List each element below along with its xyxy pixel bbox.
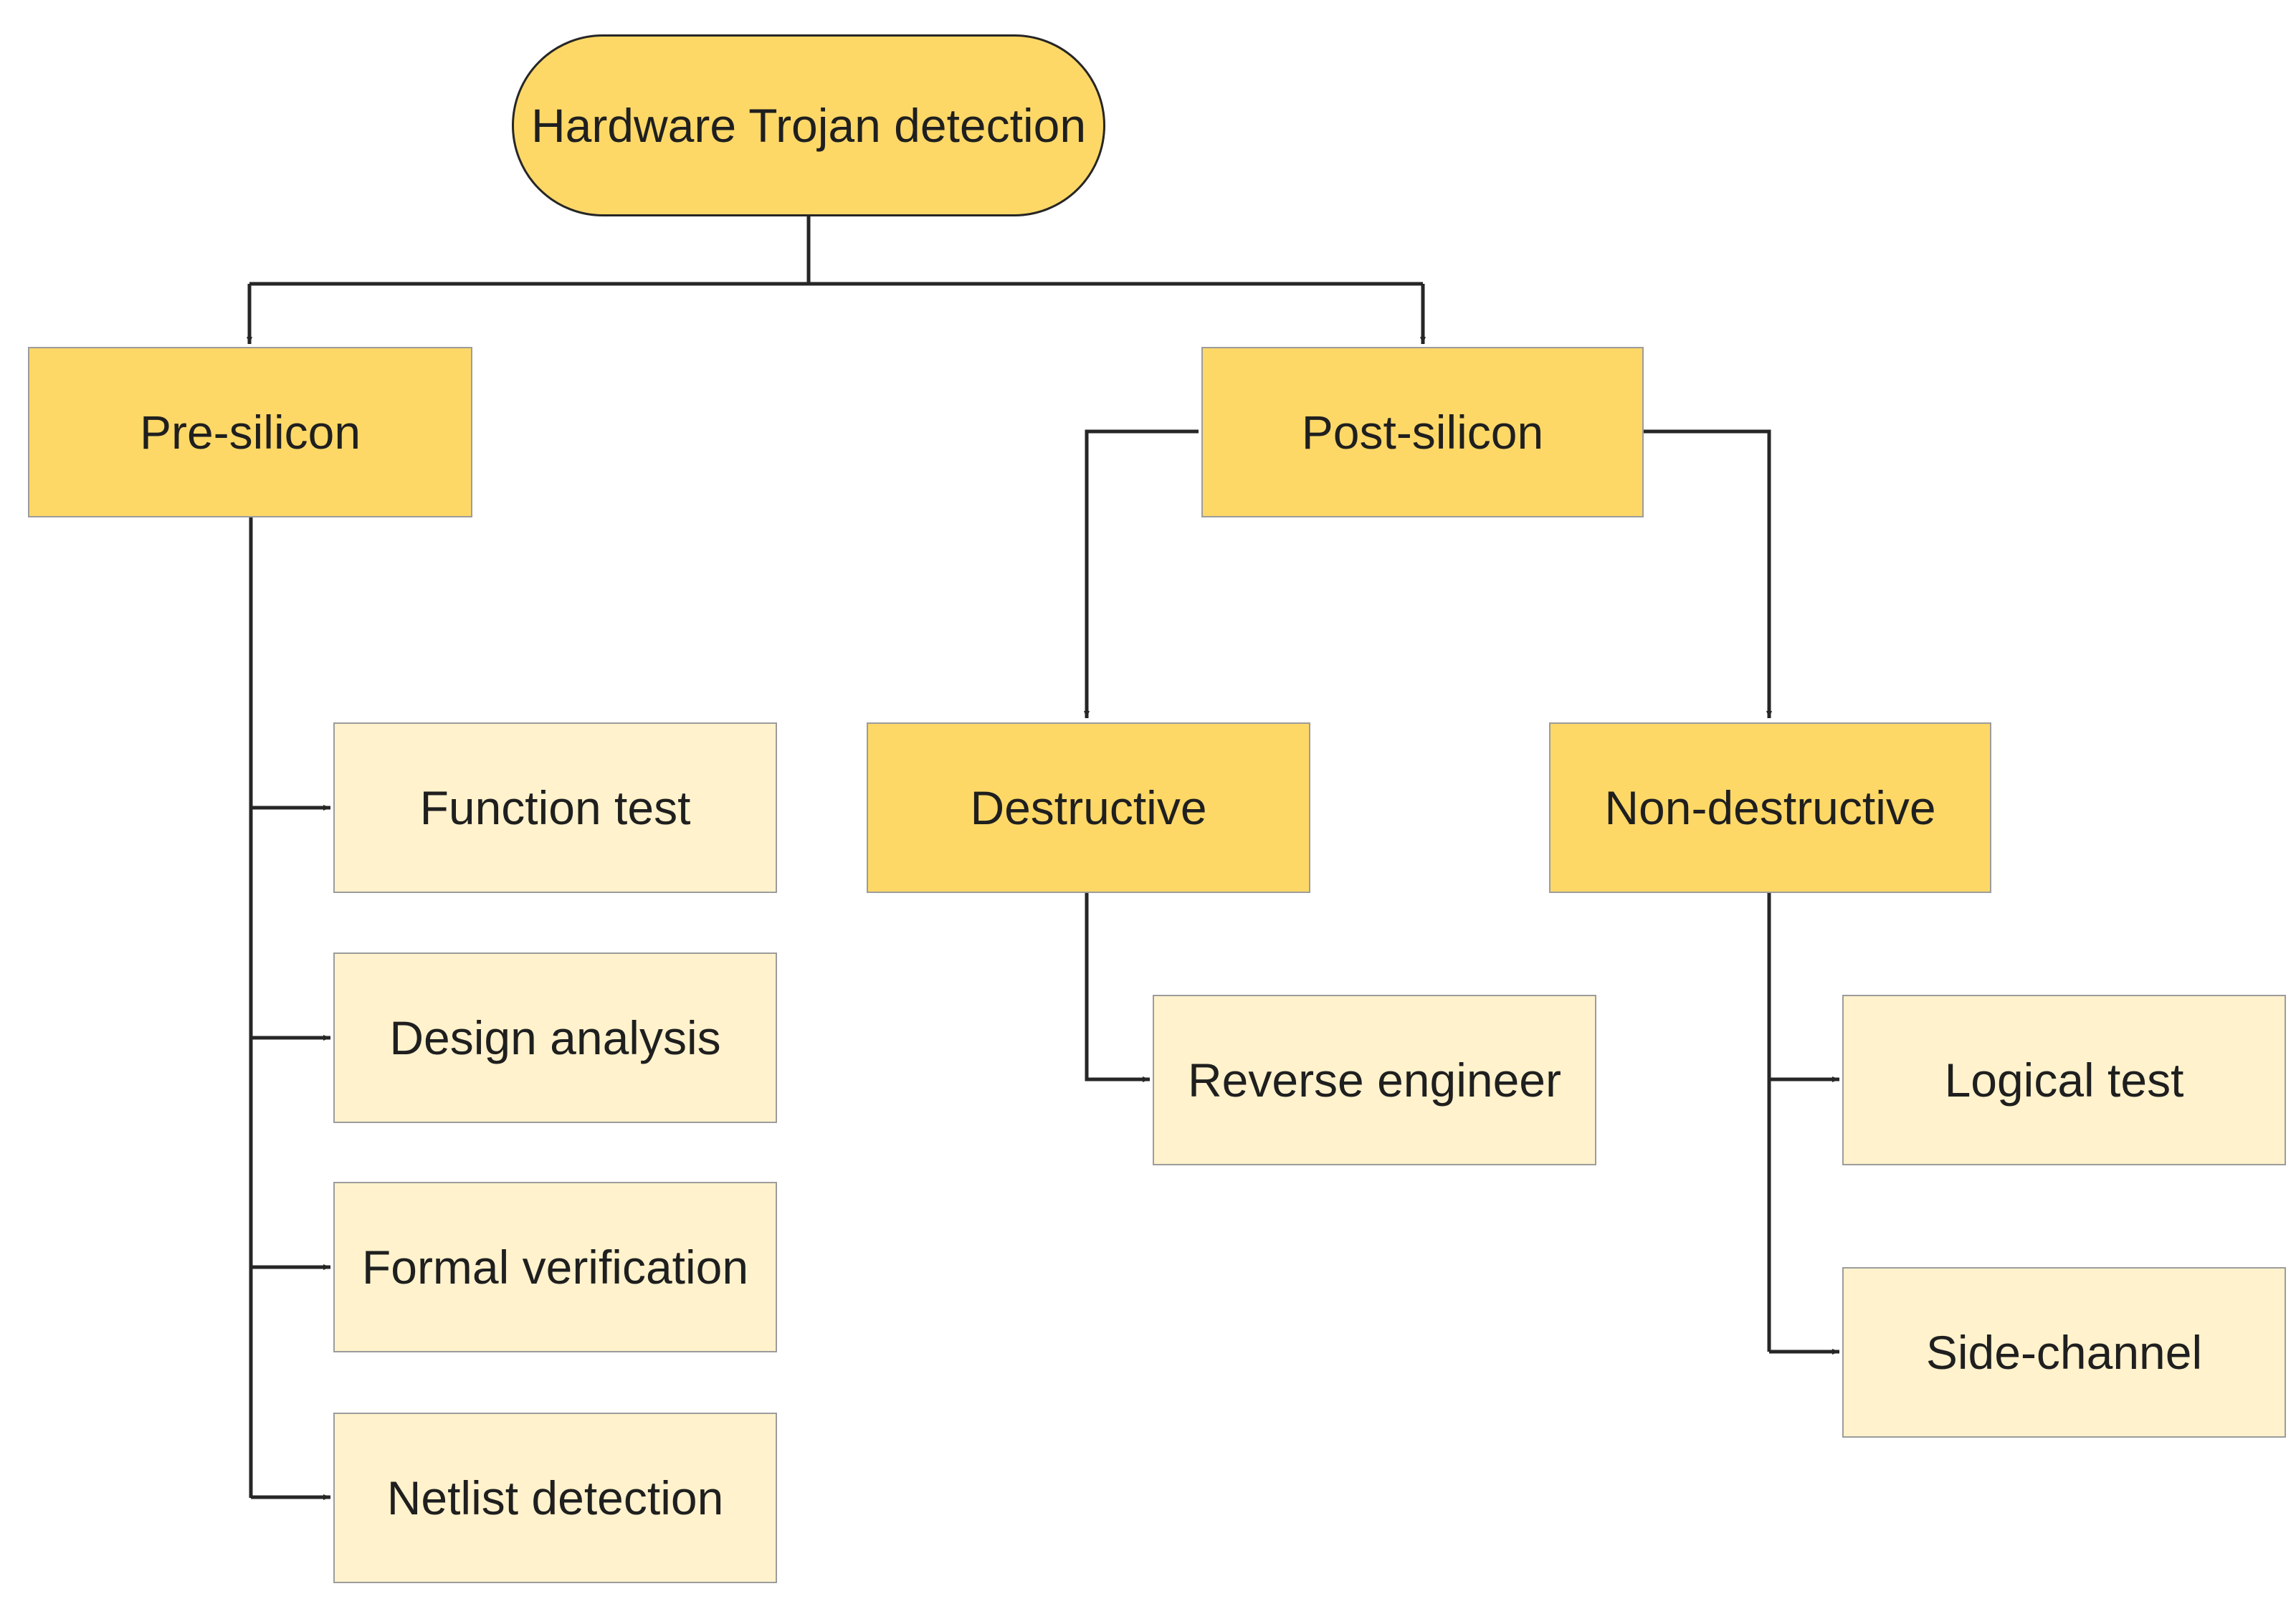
arrow-to-non-destructive: [1642, 429, 1772, 718]
pre-silicon-label: Pre-silicon: [139, 406, 361, 459]
non-destructive-node: Non-destructive: [1549, 722, 1991, 893]
destructive-node: Destructive: [867, 722, 1310, 893]
root-node: Hardware Trojan detection: [512, 34, 1105, 216]
arrow-to-reverse-engineer: [1085, 893, 1150, 1082]
logical-test-label: Logical test: [1944, 1054, 2184, 1107]
logical-test-node: Logical test: [1842, 995, 2286, 1165]
reverse-engineer-label: Reverse engineer: [1188, 1054, 1561, 1107]
destructive-label: Destructive: [970, 781, 1207, 834]
pre-silicon-node: Pre-silicon: [28, 347, 472, 517]
post-silicon-label: Post-silicon: [1301, 406, 1544, 459]
arrow-to-destructive: [1084, 429, 1199, 718]
non-destructive-label: Non-destructive: [1604, 781, 1936, 834]
post-silicon-node: Post-silicon: [1201, 347, 1644, 517]
formal-verification-label: Formal verification: [361, 1241, 749, 1294]
function-test-label: Function test: [419, 781, 691, 834]
formal-verification-node: Formal verification: [333, 1182, 777, 1352]
side-channel-node: Side-channel: [1842, 1267, 2286, 1438]
reverse-engineer-node: Reverse engineer: [1153, 995, 1596, 1165]
netlist-detection-label: Netlist detection: [386, 1471, 724, 1524]
function-test-node: Function test: [333, 722, 777, 893]
design-analysis-label: Design analysis: [389, 1011, 721, 1064]
netlist-detection-node: Netlist detection: [333, 1413, 777, 1583]
root-node-label: Hardware Trojan detection: [530, 99, 1087, 152]
design-analysis-node: Design analysis: [333, 952, 777, 1123]
side-channel-label: Side-channel: [1925, 1326, 2203, 1379]
